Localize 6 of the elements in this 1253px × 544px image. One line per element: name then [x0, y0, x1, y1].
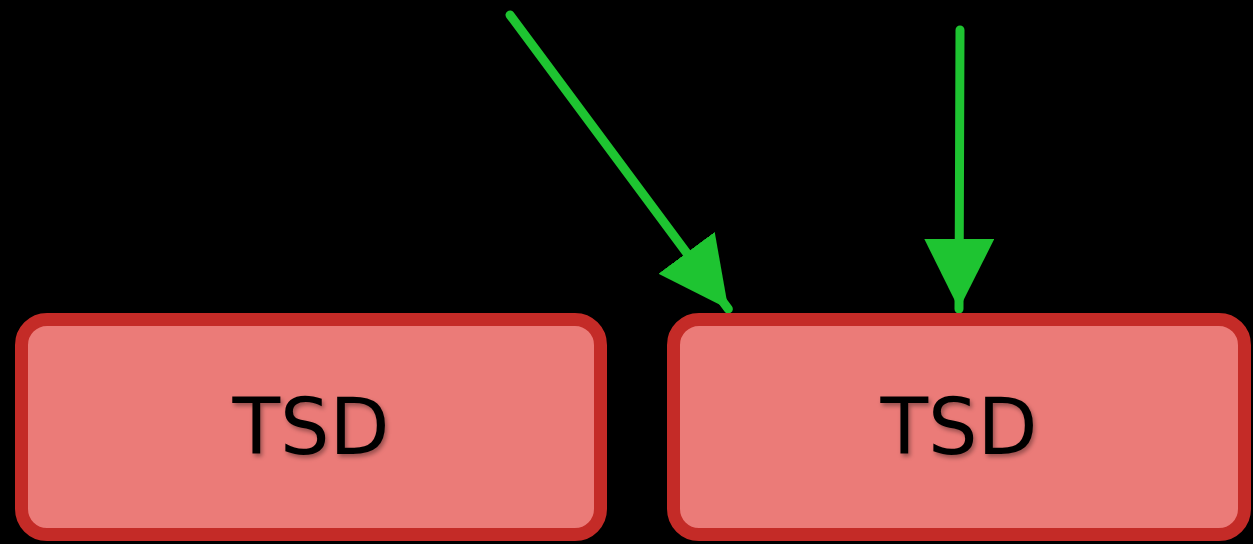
box-label: TSD [880, 382, 1038, 472]
arrow [924, 25, 995, 314]
process-box [667, 313, 1251, 541]
box-label: TSD [232, 382, 390, 472]
arrow [505, 10, 733, 314]
process-box [15, 313, 607, 541]
